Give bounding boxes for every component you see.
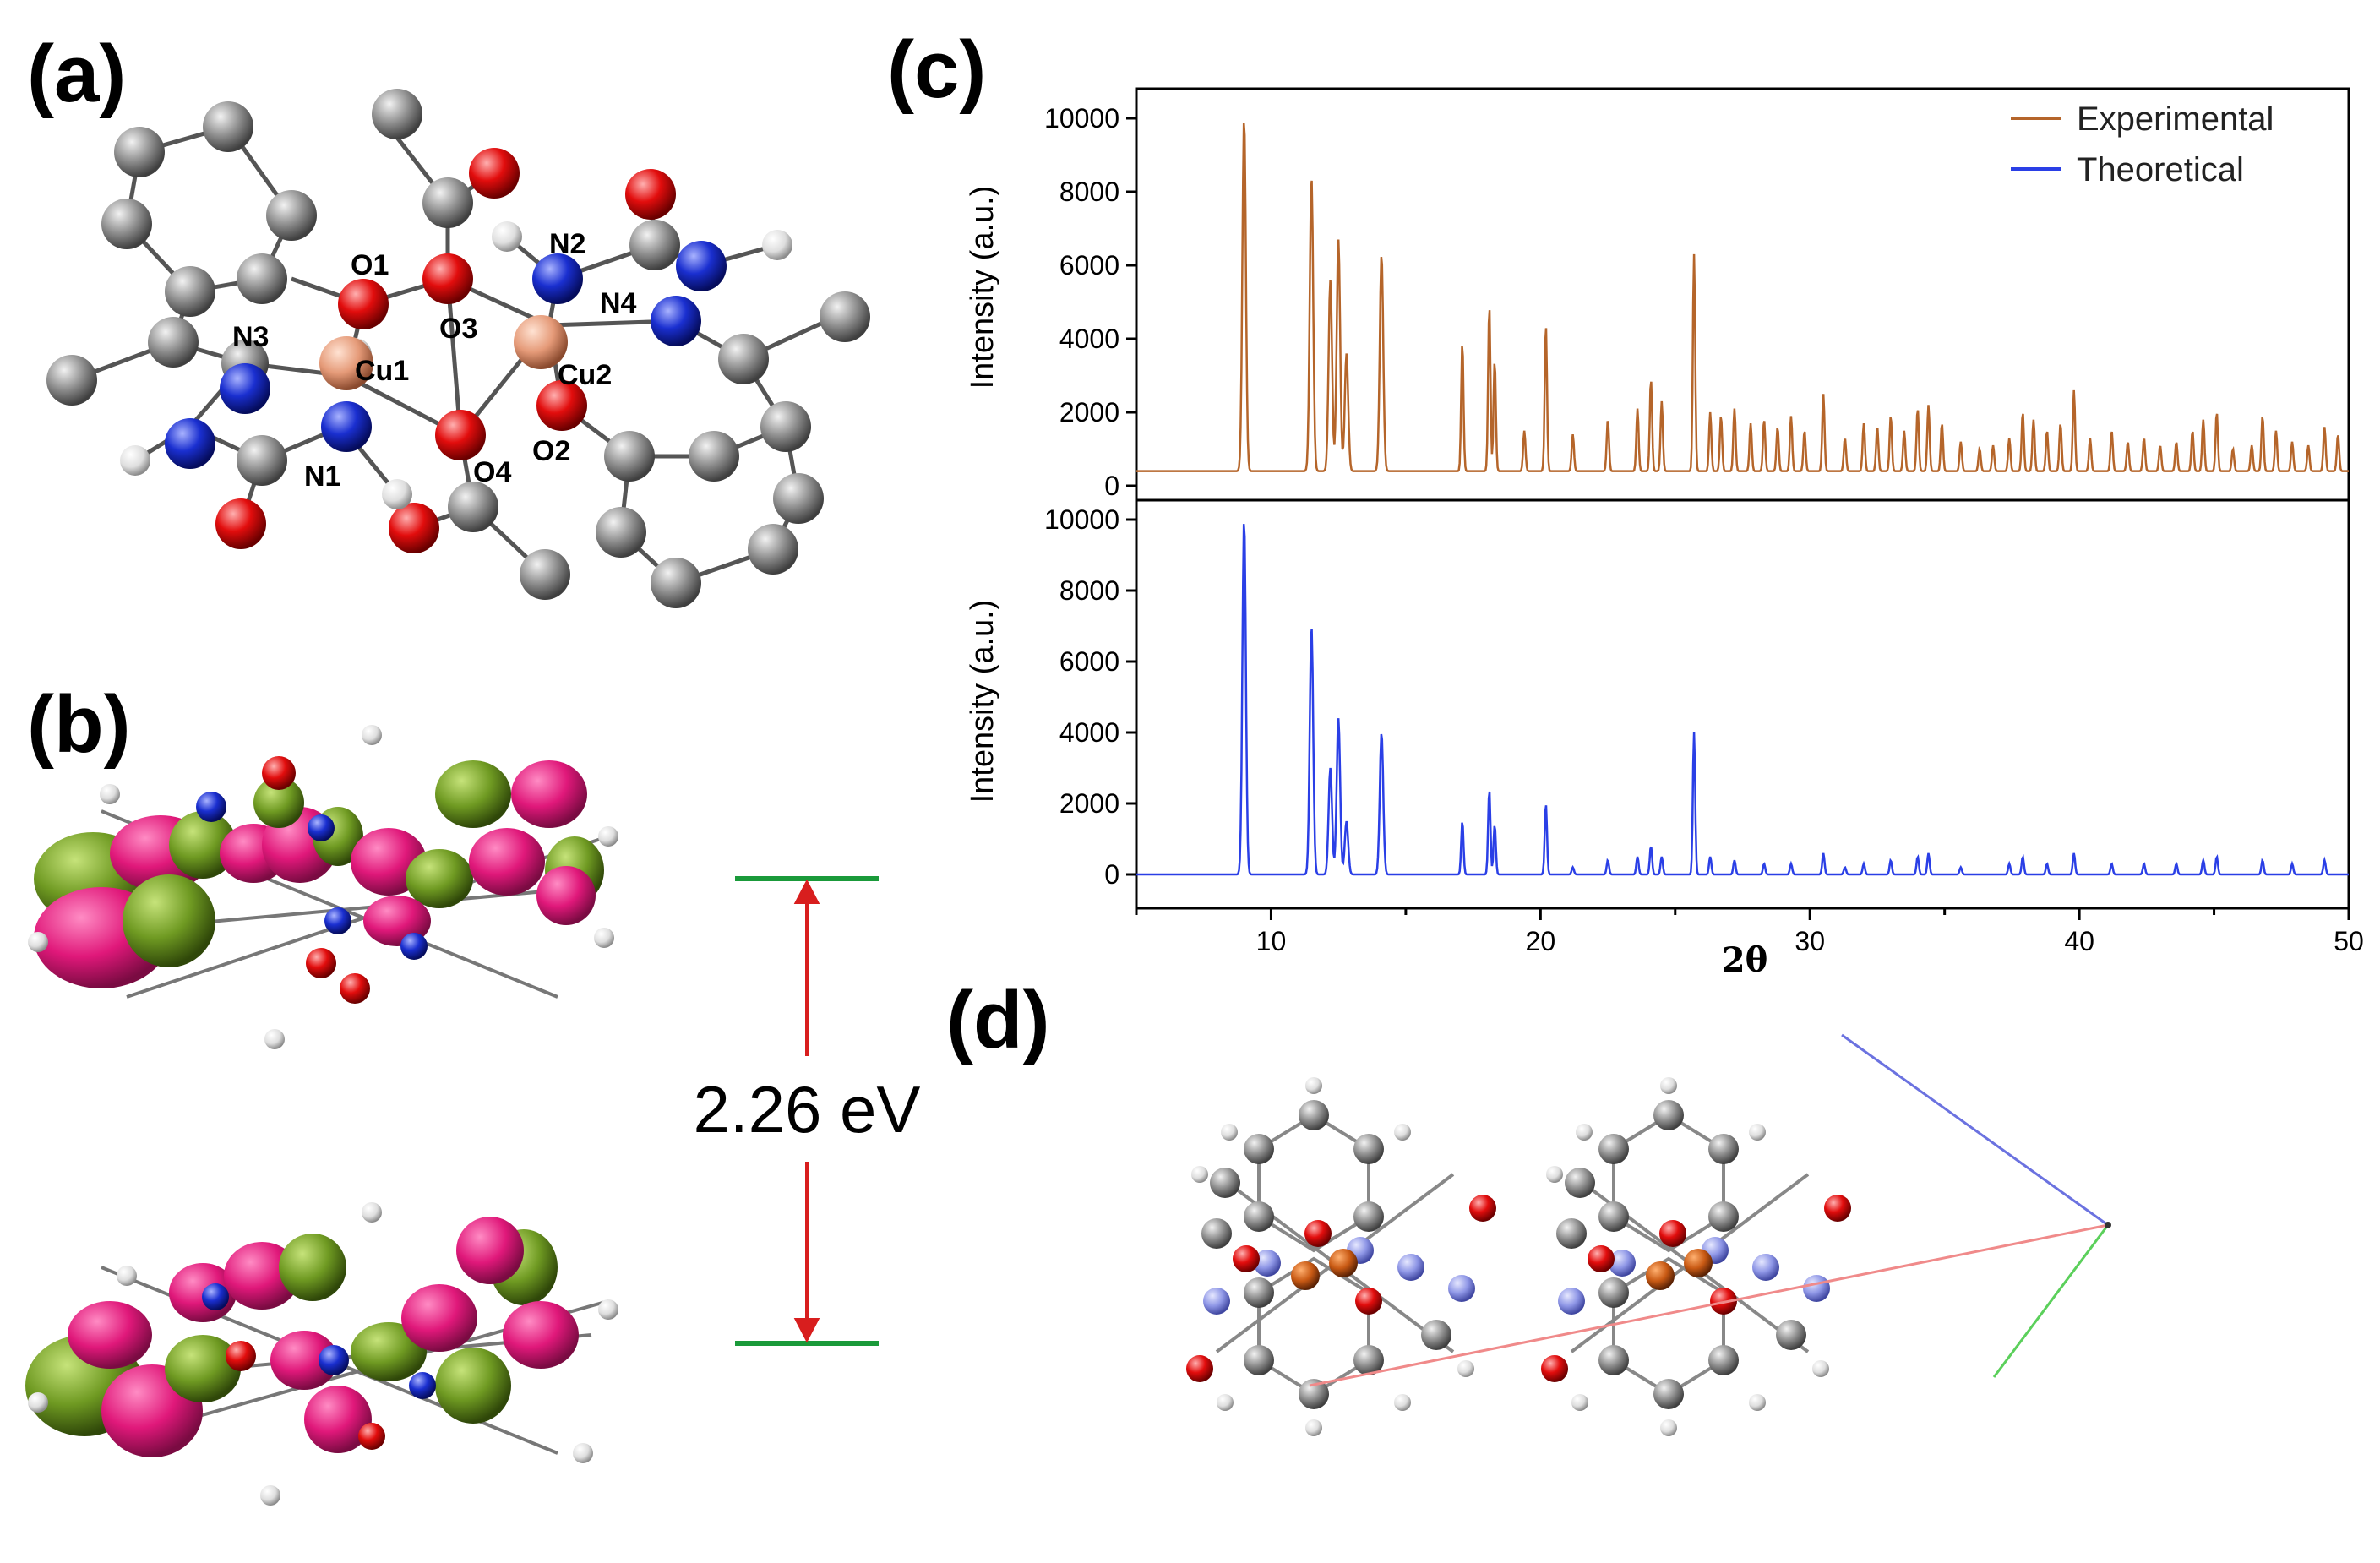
y-tick-label: 10000: [1044, 504, 1119, 535]
series-experimental-line: [1136, 123, 2349, 472]
pxrd-chart: 0200040006000800010000020004000600080001…: [965, 87, 2364, 980]
orbital-lower: [25, 1202, 618, 1506]
x-tick-label: 20: [1526, 926, 1556, 956]
atom-label-cu2: Cu2: [558, 359, 612, 391]
atom-label-n3: N3: [232, 321, 269, 353]
panel-label-d: (d): [946, 975, 1050, 1065]
chart-frame: [1135, 87, 2350, 910]
cell-axis-b: [1841, 1033, 2109, 1227]
molecule-structure-a: O1 O3 N2 N4 N3 Cu1 Cu2 N1 O4 O2: [46, 89, 870, 608]
cell-axis-c: [1992, 1224, 2110, 1378]
atom-label-o1: O1: [351, 249, 389, 281]
atom-label-o2: O2: [532, 435, 570, 467]
x-axis-label: 2θ: [1722, 940, 1768, 980]
y-tick-label: 4000: [1059, 324, 1119, 354]
y-axis-label-lower: Intensity (a.u.): [965, 600, 1000, 803]
y-tick-label: 0: [1104, 859, 1119, 890]
y-axis-label-upper: Intensity (a.u.): [965, 186, 1000, 389]
y-tick-label: 8000: [1059, 177, 1119, 207]
orbital-homo-lumo-b: 2.26 eV: [25, 725, 920, 1506]
x-tick-label: 40: [2064, 926, 2094, 956]
x-tick-label: 10: [1256, 926, 1287, 956]
x-tick-label: 30: [1795, 926, 1825, 956]
legend: Experimental Theoretical: [2011, 101, 2274, 188]
y-tick-label: 10000: [1044, 103, 1119, 133]
atom-label-n1: N1: [304, 460, 340, 493]
atom-label-n2: N2: [549, 228, 585, 260]
energy-gap-label: 2.26 eV: [694, 1072, 921, 1146]
y-tick-label: 6000: [1059, 646, 1119, 677]
atom-label-cu1: Cu1: [355, 355, 409, 387]
y-tick-label: 8000: [1059, 575, 1119, 606]
gap-arrow: [793, 879, 820, 1343]
orbital-upper: [28, 725, 618, 1049]
y-tick-label: 2000: [1059, 397, 1119, 428]
y-tick-label: 4000: [1059, 717, 1119, 748]
y-tick-label: 0: [1104, 471, 1119, 501]
series-theoretical-line: [1136, 524, 2349, 876]
panel-label-c: (c): [887, 25, 987, 115]
legend-theoretical: Theoretical: [2077, 151, 2244, 188]
panel-label-a: (a): [27, 29, 127, 119]
atom-label-n4: N4: [600, 287, 637, 319]
cell-axis-a: [1309, 1223, 2109, 1387]
crystal-packing-d: [1186, 1033, 2111, 1436]
atom-label-o3: O3: [439, 313, 477, 345]
legend-experimental: Experimental: [2077, 101, 2274, 138]
y-tick-label: 6000: [1059, 250, 1119, 280]
atom-label-o4: O4: [473, 456, 511, 488]
y-tick-label: 2000: [1059, 788, 1119, 819]
x-tick-label: 50: [2334, 926, 2364, 956]
panel-label-b: (b): [27, 679, 131, 770]
